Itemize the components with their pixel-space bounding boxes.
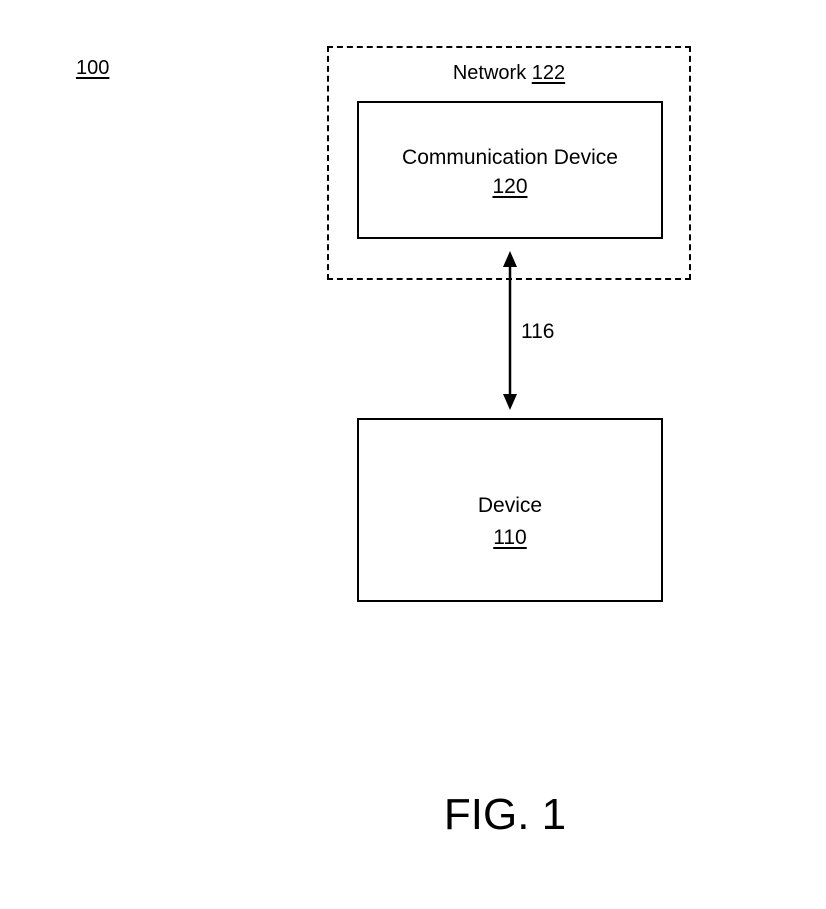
- device-ref: 110: [493, 526, 527, 549]
- device-name: Device: [477, 494, 543, 517]
- network-label: Network 122: [327, 62, 691, 85]
- network-ref: 122: [531, 62, 566, 84]
- arrow-head-up: [503, 251, 517, 267]
- device-box: Device 110: [357, 418, 663, 602]
- arrow-head-down: [503, 394, 517, 410]
- bidirectional-arrow-icon: [503, 251, 517, 410]
- communication-device-ref: 120: [492, 175, 528, 198]
- link-label: 116: [521, 320, 555, 343]
- communication-device-name: Communication Device: [402, 146, 618, 169]
- network-name: Network: [452, 62, 527, 84]
- communication-device-box: Communication Device 120: [357, 101, 663, 239]
- figure-caption: FIG. 1: [443, 790, 567, 839]
- figure-reference-number: 100: [76, 57, 110, 79]
